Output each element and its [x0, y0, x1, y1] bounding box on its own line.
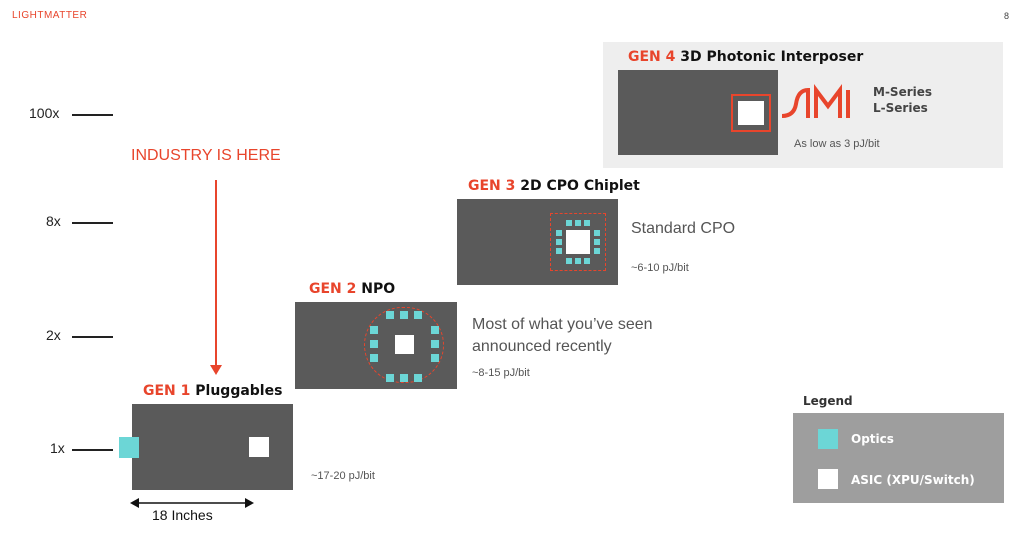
- legend-title: Legend: [803, 394, 853, 408]
- industry-arrow-line: [215, 180, 217, 366]
- gen2-optic: [386, 311, 394, 319]
- gen3-optic: [556, 230, 562, 236]
- y-label-100x: 100x: [29, 105, 60, 121]
- gen2-label: GEN 2: [309, 281, 357, 297]
- gen4-series-list: M-Series L-Series: [873, 84, 932, 116]
- legend-asic-swatch: [818, 469, 838, 489]
- gen1-label: GEN 1: [143, 383, 191, 399]
- gen4-name: 3D Photonic Interposer: [680, 49, 864, 65]
- gen1-metric: ~17-20 pJ/bit: [311, 470, 375, 482]
- gen3-optic: [594, 248, 600, 254]
- gen1-name: Pluggables: [195, 383, 283, 399]
- industry-arrow-head: [210, 365, 222, 375]
- gen3-asic: [566, 230, 590, 254]
- gen2-optic: [400, 311, 408, 319]
- gen3-package-outline: [550, 213, 606, 271]
- gen2-optic: [431, 354, 439, 362]
- y-label-8x: 8x: [46, 213, 61, 229]
- y-tick-8x: [72, 222, 113, 224]
- gen2-optic: [386, 374, 394, 382]
- y-label-1x: 1x: [50, 440, 65, 456]
- l-series-label: L-Series: [873, 101, 928, 115]
- m-series-label: M-Series: [873, 85, 933, 99]
- gen3-title: GEN 3 2D CPO Chiplet: [468, 178, 640, 194]
- gen3-name: 2D CPO Chiplet: [520, 178, 640, 194]
- gen2-name: NPO: [361, 281, 396, 297]
- passage-logo-icon: [781, 84, 850, 118]
- company-logo: LIGHTMATTER: [12, 10, 88, 21]
- y-tick-2x: [72, 336, 113, 338]
- legend-asic-label: ASIC (XPU/Switch): [851, 473, 975, 487]
- gen2-asic: [395, 335, 414, 354]
- gen2-description: Most of what you’ve seen announced recen…: [472, 314, 653, 358]
- gen2-optic: [414, 374, 422, 382]
- gen2-optic: [370, 340, 378, 348]
- gen2-description-line2: announced recently: [472, 338, 612, 355]
- gen3-description: Standard CPO: [631, 220, 736, 237]
- gen4-label: GEN 4: [628, 49, 676, 65]
- gen1-title: GEN 1 Pluggables: [143, 383, 282, 399]
- gen1-dimension-arrow: [130, 498, 254, 508]
- gen2-package-outline: [364, 307, 444, 383]
- legend-optics-label: Optics: [851, 432, 894, 446]
- gen4-metric: As low as 3 pJ/bit: [794, 138, 880, 150]
- page-number: 8: [1004, 11, 1010, 21]
- gen3-optic: [594, 239, 600, 245]
- gen1-asic: [249, 437, 269, 457]
- gen3-metric: ~6-10 pJ/bit: [631, 262, 689, 274]
- gen3-optic: [566, 258, 572, 264]
- legend-panel: [793, 413, 1004, 503]
- legend-optics-swatch: [818, 429, 838, 449]
- industry-marker-label: INDUSTRY IS HERE: [131, 147, 281, 164]
- gen2-optic: [400, 374, 408, 382]
- gen2-optic: [414, 311, 422, 319]
- y-tick-1x: [72, 449, 113, 451]
- gen2-optic: [431, 326, 439, 334]
- gen2-optic: [431, 340, 439, 348]
- gen2-optic: [370, 354, 378, 362]
- gen3-optic: [584, 220, 590, 226]
- gen3-optic: [556, 248, 562, 254]
- gen4-asic: [738, 101, 764, 125]
- gen3-optic: [575, 258, 581, 264]
- gen2-description-line1: Most of what you’ve seen: [472, 316, 653, 333]
- gen3-optic: [566, 220, 572, 226]
- y-label-2x: 2x: [46, 327, 61, 343]
- gen3-optic: [594, 230, 600, 236]
- gen2-optic: [370, 326, 378, 334]
- gen2-title: GEN 2 NPO: [309, 281, 395, 297]
- gen3-label: GEN 3: [468, 178, 516, 194]
- gen3-optic: [556, 239, 562, 245]
- gen3-optic: [575, 220, 581, 226]
- gen4-interposer-outline: [731, 94, 771, 132]
- gen1-dimension-label: 18 Inches: [152, 507, 213, 523]
- gen1-optics-module: [119, 437, 139, 458]
- y-tick-100x: [72, 114, 113, 116]
- gen3-optic: [584, 258, 590, 264]
- gen2-metric: ~8-15 pJ/bit: [472, 367, 530, 379]
- gen4-title: GEN 4 3D Photonic Interposer: [628, 49, 863, 65]
